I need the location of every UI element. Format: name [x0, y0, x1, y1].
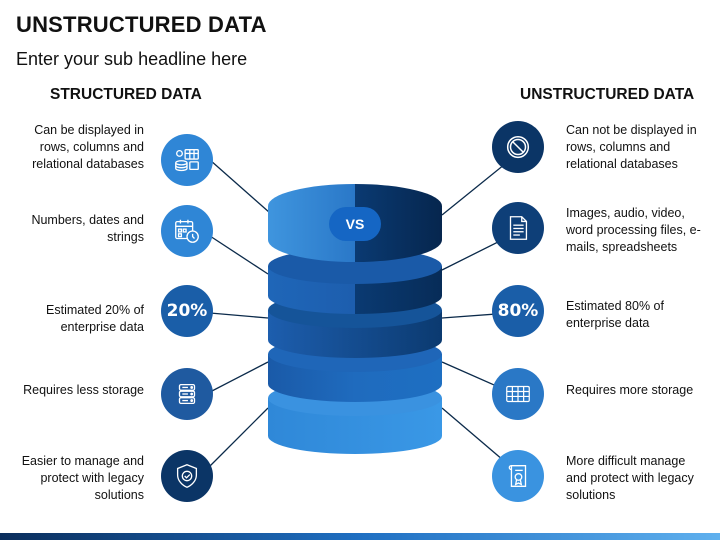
- right-item-4-circle: [492, 368, 544, 420]
- right-percentage: 80%: [497, 301, 539, 321]
- left-percentage: 20%: [166, 301, 208, 321]
- right-item-3-circle: 80%: [492, 285, 544, 337]
- right-item-5-circle: [492, 450, 544, 502]
- left-item-3-text: Estimated 20% of enterprise data: [46, 303, 144, 334]
- server-icon: [178, 383, 196, 405]
- left-item-3-circle: 20%: [161, 285, 213, 337]
- right-item-2-circle: [492, 202, 544, 254]
- database-tables-icon: [175, 149, 199, 172]
- page-subtitle: Enter your sub headline here: [16, 49, 248, 69]
- left-item-5-circle: [161, 450, 213, 502]
- right-item-3-text: Estimated 80% of enterprise data: [566, 299, 664, 330]
- left-item-2-circle: [161, 205, 213, 257]
- left-item-2-text: Numbers, dates and strings: [31, 213, 144, 244]
- prohibited-icon: [506, 135, 530, 159]
- vs-badge: VS: [329, 207, 381, 241]
- calendar-clock-icon: [175, 219, 199, 243]
- vs-label: VS: [345, 216, 365, 232]
- left-item-1-circle: [161, 134, 213, 186]
- left-item-1-text: Can be displayed in rows, columns and re…: [32, 123, 144, 171]
- structured-heading: STRUCTURED DATA: [50, 86, 202, 103]
- document-icon: [509, 216, 528, 240]
- server-rack-icon: [506, 385, 530, 403]
- left-item-4-text: Requires less storage: [23, 383, 144, 397]
- bottom-accent-bar: [0, 533, 720, 540]
- certificate-icon: [508, 465, 527, 487]
- left-item-4-circle: [161, 368, 213, 420]
- shield-check-icon: [176, 464, 198, 488]
- right-item-5-text: More difficult manage and protect with l…: [566, 454, 694, 502]
- connector-lines: [209, 159, 511, 467]
- left-item-5-text: Easier to manage and protect with legacy…: [21, 454, 144, 502]
- right-item-4-text: Requires more storage: [566, 383, 694, 397]
- right-item-1-text: Can not be displayed in rows, columns an…: [566, 123, 697, 171]
- right-item-1-circle: [492, 121, 544, 173]
- right-item-2-text: Images, audio, video, word processing fi…: [566, 206, 701, 254]
- page-title: UNSTRUCTURED DATA: [16, 12, 267, 37]
- unstructured-heading: UNSTRUCTURED DATA: [520, 86, 695, 103]
